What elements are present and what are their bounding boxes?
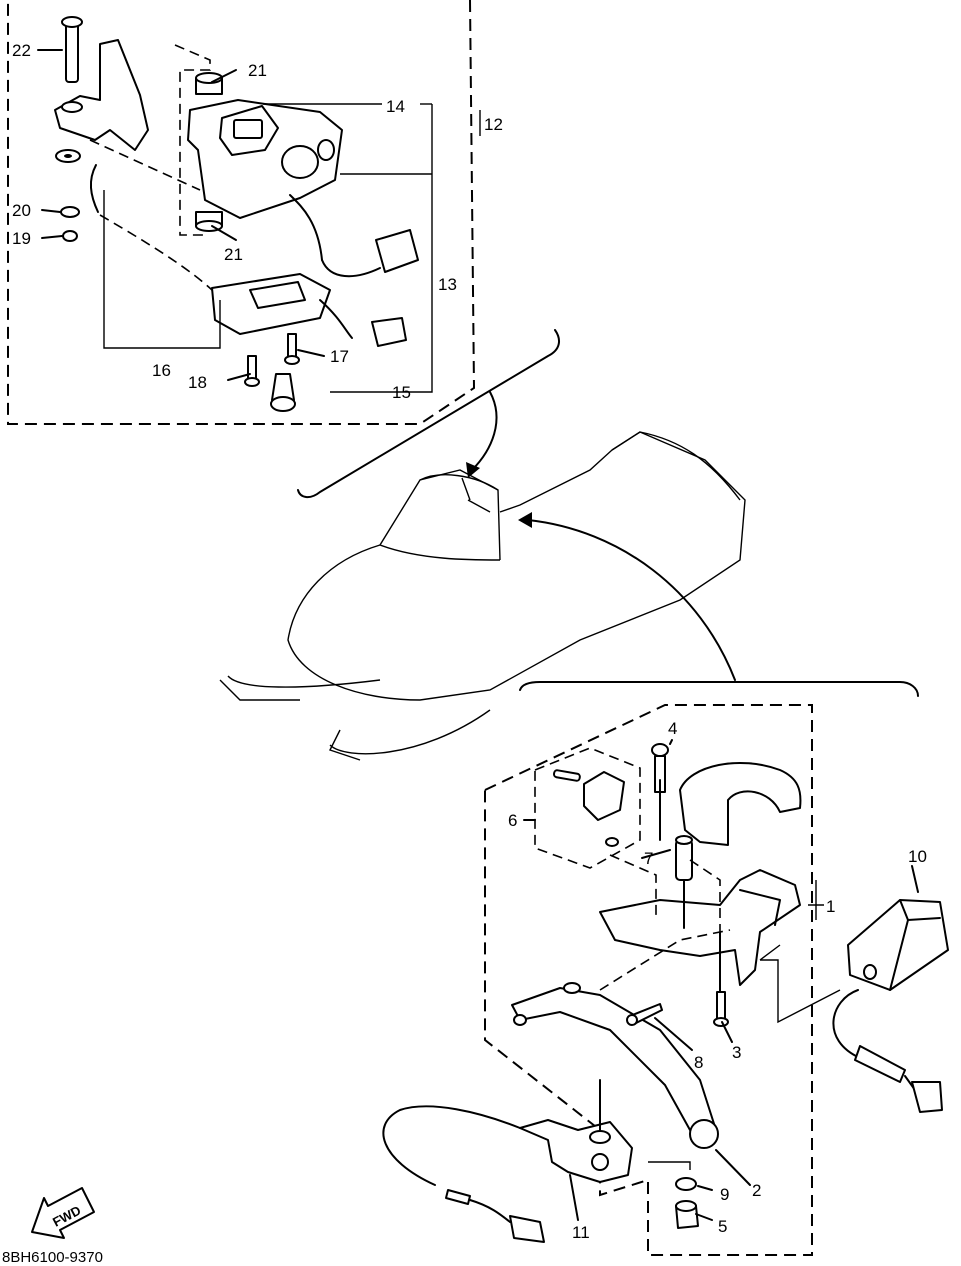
label-4: 4 (668, 719, 677, 738)
lower-assembly-group (382, 704, 949, 1256)
label-5: 5 (718, 1217, 727, 1236)
label-15: 15 (392, 383, 411, 402)
label-1: 1 (826, 897, 835, 916)
washer-20 (60, 206, 80, 218)
upper-callout-bracket (297, 329, 561, 498)
screw-15 (270, 373, 296, 412)
upper-callout-arrow (471, 391, 498, 471)
mounting-bracket (54, 16, 149, 213)
switch-housing (187, 99, 419, 278)
label-3: 3 (732, 1043, 741, 1062)
label-18: 18 (188, 373, 207, 392)
label-2: 2 (752, 1181, 761, 1200)
label-6: 6 (508, 811, 517, 830)
label-21-bottom: 21 (224, 245, 243, 264)
label-11: 11 (572, 1223, 590, 1242)
label-7: 7 (644, 849, 653, 868)
snowmobile-outline (219, 431, 746, 761)
label-9: 9 (720, 1185, 729, 1204)
switch-cover (211, 273, 407, 347)
fwd-arrow: FWD (31, 1187, 95, 1239)
label-13: 13 (438, 275, 457, 294)
part-labels: 22 21 14 12 20 19 21 13 17 16 18 15 4 6 … (12, 41, 927, 1242)
label-12: 12 (484, 115, 503, 134)
lower-callout-bracket (519, 681, 919, 697)
lever-bracket (599, 869, 801, 986)
lower-group-boundary (484, 704, 813, 1256)
switch-unit-10 (832, 899, 949, 1113)
label-16: 16 (152, 361, 171, 380)
lower-callout-arrow (527, 519, 736, 681)
label-19: 19 (12, 229, 31, 248)
brake-lever (511, 987, 717, 1143)
drawing-code: 8BH6100-9370 (2, 1249, 103, 1266)
label-8: 8 (694, 1053, 703, 1072)
upper-group-boundary (7, 0, 476, 425)
label-21-top: 21 (248, 61, 267, 80)
upper-assembly-group (7, 0, 481, 425)
label-17: 17 (330, 347, 349, 366)
screw-17 (284, 333, 300, 365)
lever-switch (519, 1119, 633, 1183)
washer-9 (675, 1177, 697, 1191)
label-14: 14 (386, 97, 405, 116)
label-20: 20 (12, 201, 31, 220)
label-22: 22 (12, 41, 31, 60)
label-10: 10 (908, 847, 927, 866)
washer-19 (62, 230, 78, 242)
screw-18 (244, 355, 260, 387)
lever-cover (679, 762, 802, 846)
sub-group-6-boundary (534, 747, 641, 869)
